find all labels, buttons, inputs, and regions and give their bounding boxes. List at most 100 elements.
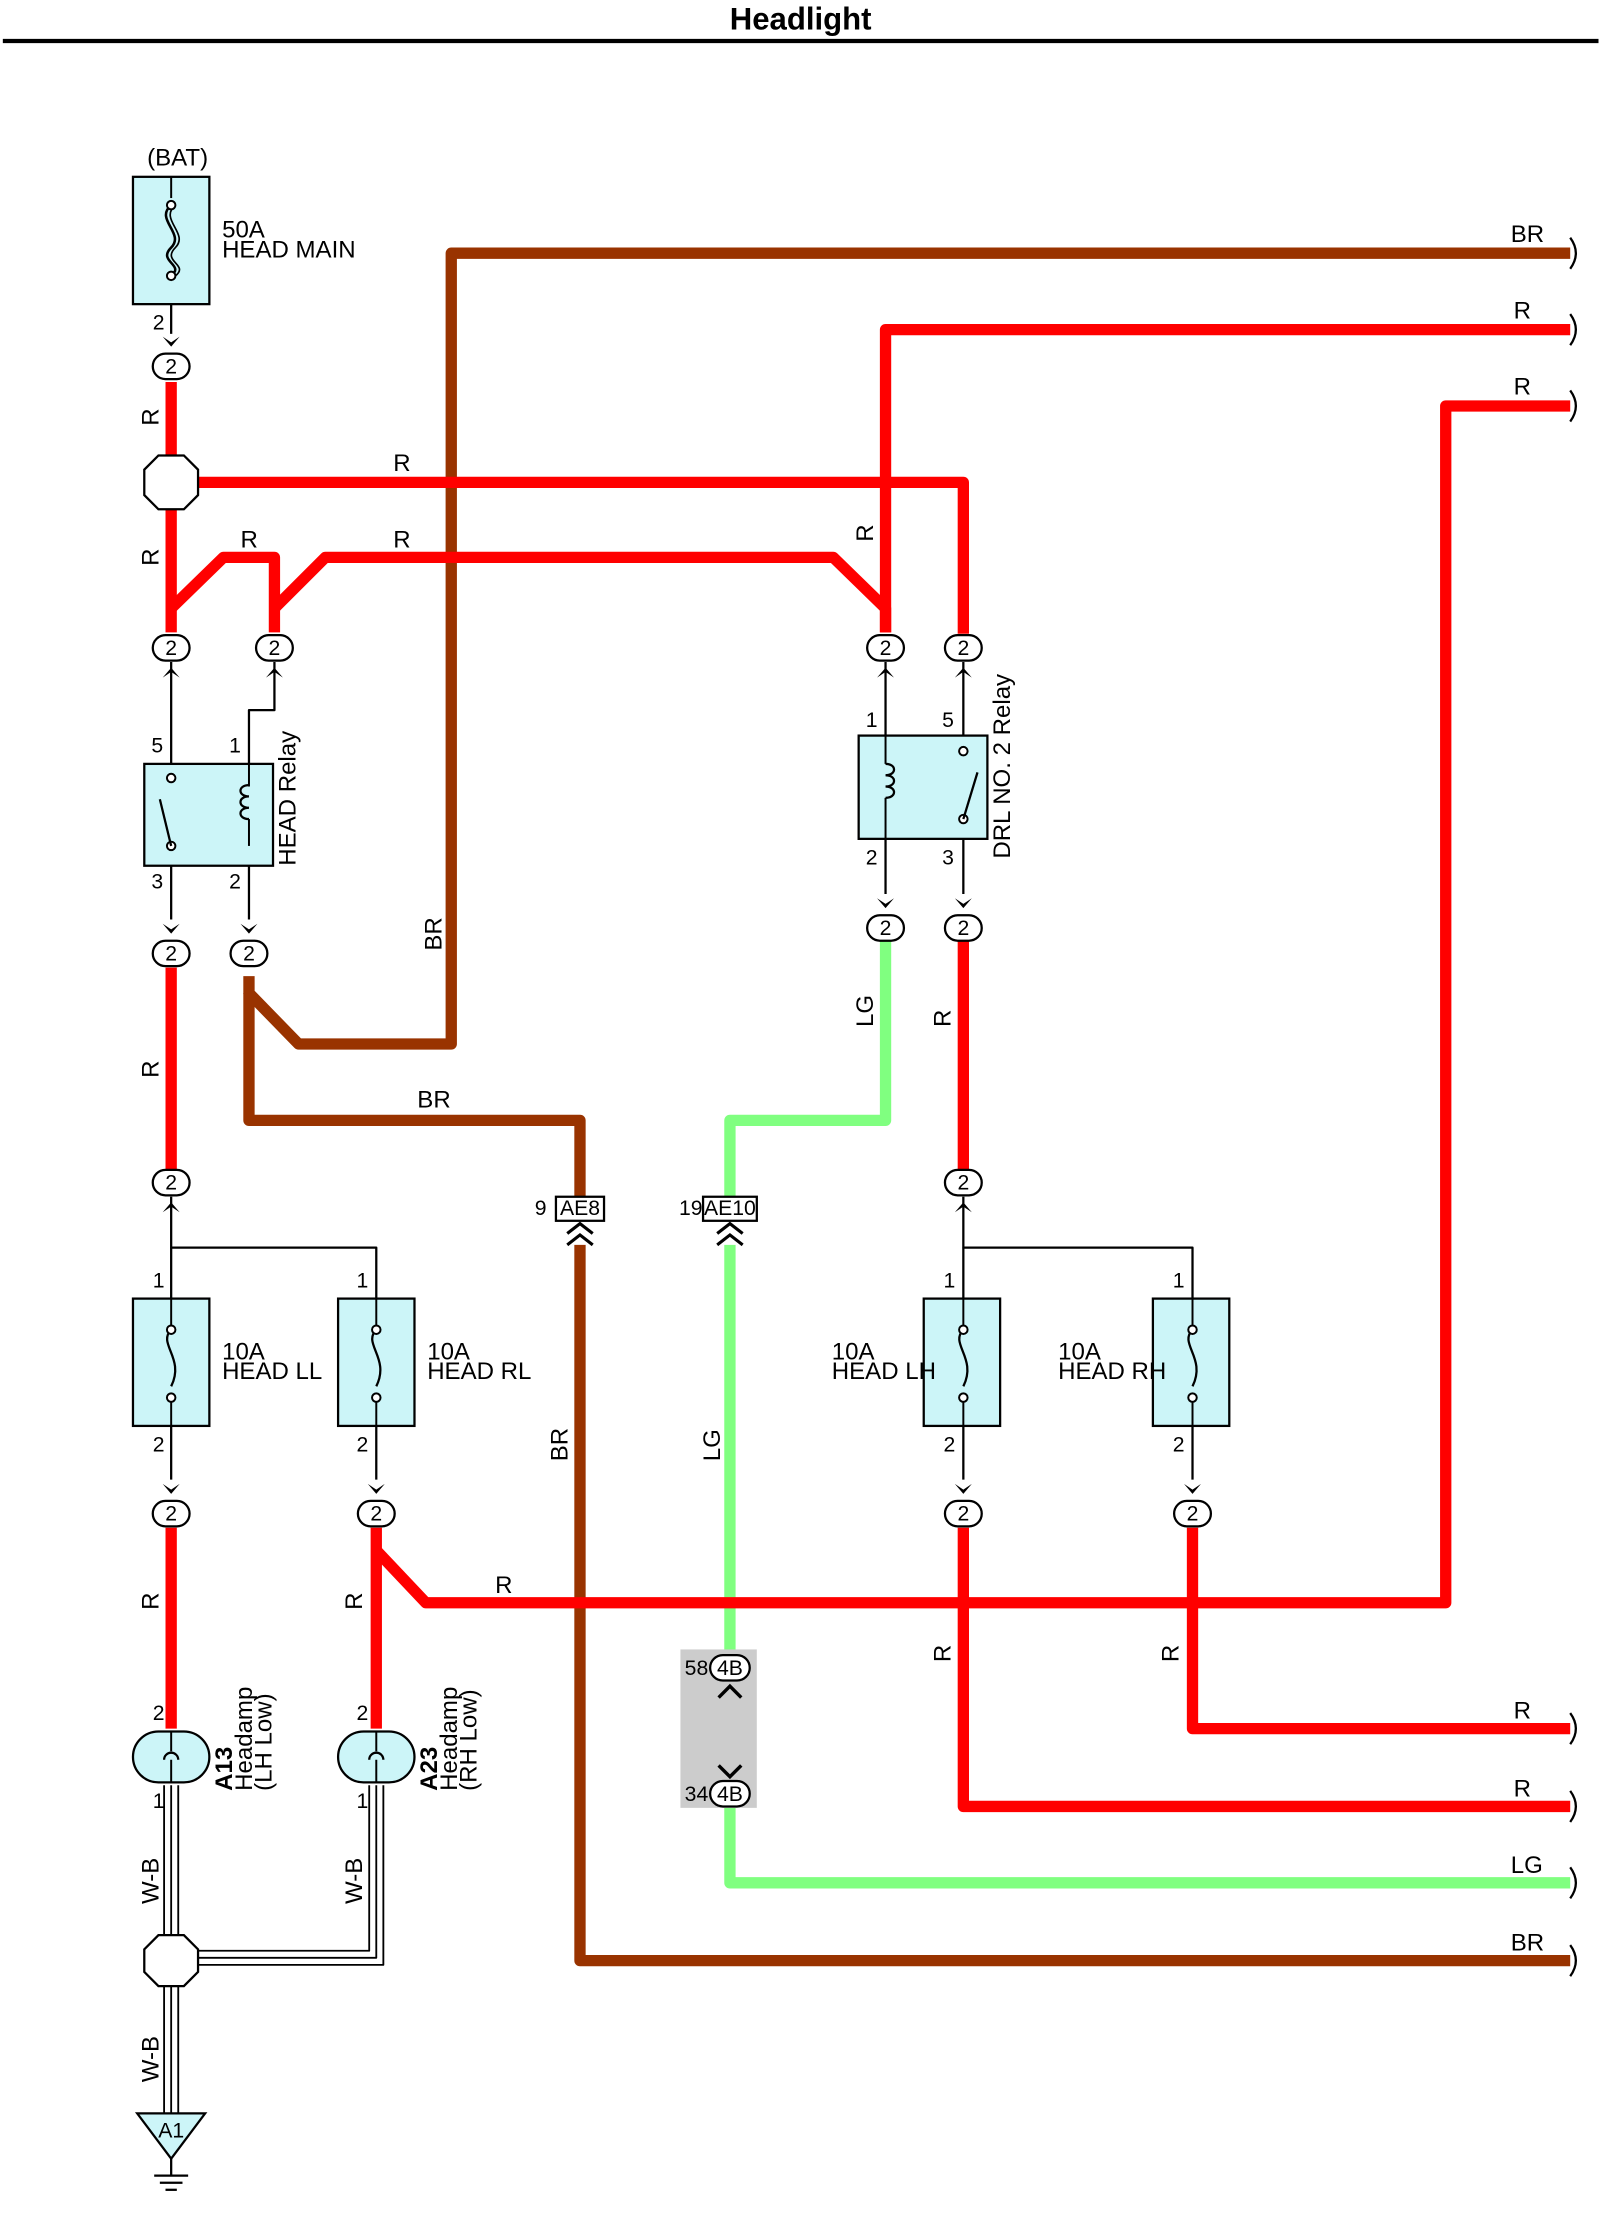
wire-r-lh-out xyxy=(957,1527,1571,1813)
junction-connector: 2 xyxy=(943,898,983,942)
arrow-up-icon xyxy=(954,1202,972,1213)
junction-code: 2 xyxy=(957,1172,969,1195)
fuse-symbol-icon xyxy=(164,204,177,277)
junction-bus xyxy=(143,454,200,511)
wire-label: W-B xyxy=(137,2036,164,2082)
pin-label: 2 xyxy=(944,1433,956,1456)
junction-connector: 2 xyxy=(866,898,906,942)
wire-label: R xyxy=(930,1645,957,1662)
wire-labels: BR R R R R R BR R R R LG BR R R R BR R L… xyxy=(137,221,1544,2082)
wire-label: BR xyxy=(1511,221,1544,248)
junction-connector: 2 xyxy=(151,1168,191,1213)
fuse-symbol-icon xyxy=(958,1328,969,1387)
wire-label: W-B xyxy=(341,1858,368,1904)
pin-label: 2 xyxy=(229,870,241,893)
wire-r-head1 xyxy=(167,551,281,633)
fuse-body xyxy=(1151,1297,1231,1428)
junction-connector: 2 xyxy=(151,336,191,381)
drl-relay: 1 5 2 3 DRL NO. 2 Relay xyxy=(857,674,1016,869)
pin-label: 2 xyxy=(1173,1433,1185,1456)
fuse-rating: 10A xyxy=(427,1338,470,1365)
fuse-symbol-icon xyxy=(1187,1328,1198,1387)
junction-code: 2 xyxy=(165,637,177,660)
wire-label: R xyxy=(1514,297,1531,324)
lamp-filament-icon xyxy=(368,1751,385,1760)
wire-label: R xyxy=(930,1010,957,1027)
wire-label: R xyxy=(137,1061,164,1078)
junction-connector: 2 xyxy=(151,634,191,678)
coil-icon xyxy=(239,783,250,821)
pin-label: 1 xyxy=(153,1269,165,1292)
wire-label: R xyxy=(1157,1645,1184,1662)
arrow-down-icon xyxy=(367,1483,385,1494)
arrow-down-icon xyxy=(954,1483,972,1494)
junction-code: 2 xyxy=(880,637,892,660)
connector-chevron-icon xyxy=(716,1221,744,1247)
wire-label: BR xyxy=(420,917,447,950)
wire-label: W-B xyxy=(137,1858,164,1904)
fuse-name: HEAD LL xyxy=(222,1358,322,1385)
arrow-down-icon xyxy=(162,1483,180,1494)
fuse-symbol-icon xyxy=(165,1328,177,1387)
pin-label: 2 xyxy=(153,1433,165,1456)
wire-label: R xyxy=(137,408,164,425)
pin-label: 5 xyxy=(942,709,954,732)
lamp-code: A13 xyxy=(211,1747,238,1791)
junction-connector: 2 xyxy=(356,1483,396,1528)
fuse-name: HEAD MAIN xyxy=(222,236,356,263)
fuse-symbol-icon xyxy=(371,1328,382,1387)
pin-label: 1 xyxy=(356,1269,368,1292)
wire-label: LG xyxy=(852,995,879,1027)
fuse-name: HEAD RH xyxy=(1058,1358,1166,1385)
wire-wb xyxy=(163,1785,385,2114)
connector-code: 4B xyxy=(717,1783,743,1806)
headlamp-a23: 2 1 A23 Headamp (RH Low) xyxy=(336,1687,483,1813)
pin-label: 2 xyxy=(153,312,165,335)
fuse-name: HEAD LH xyxy=(832,1358,936,1385)
lamp-filament-icon xyxy=(162,1751,180,1760)
break-mark xyxy=(1569,1712,1577,1745)
pin-label: 1 xyxy=(356,1790,368,1813)
fuse-head-ll: 10A HEAD LL 1 2 xyxy=(131,1269,322,1456)
arrow-up-icon xyxy=(162,667,180,678)
pin-label: 1 xyxy=(866,709,878,732)
wire-label: R xyxy=(495,1572,512,1599)
relay-name: DRL NO. 2 Relay xyxy=(989,674,1016,859)
junction-code: 2 xyxy=(269,637,281,660)
junction-code: 2 xyxy=(165,355,177,378)
pin-label: 1 xyxy=(944,1269,956,1292)
break-mark xyxy=(1569,1866,1577,1900)
junction-connector: 2 xyxy=(151,923,191,968)
wire-r-rl-return xyxy=(372,400,1571,1609)
junction-connector: 2 xyxy=(151,1483,191,1528)
lamp-desc: (RH Low) xyxy=(456,1689,483,1790)
wire-label: R xyxy=(1514,1698,1531,1725)
wire-label: R xyxy=(1514,1776,1531,1803)
fuse-rating: 10A xyxy=(1058,1338,1101,1365)
lamp-desc: (LH Low) xyxy=(251,1693,278,1791)
wire-label: R xyxy=(1514,374,1531,401)
switch-icon xyxy=(158,798,173,847)
arrow-down-icon xyxy=(162,923,180,934)
coil-icon xyxy=(885,762,896,799)
junction-code: 2 xyxy=(243,943,255,966)
wire-label: LG xyxy=(1511,1852,1543,1879)
arrow-up-icon xyxy=(265,667,283,678)
wire-label: R xyxy=(393,450,410,477)
junction-connector: 2 xyxy=(254,634,294,678)
pin-label: 5 xyxy=(151,735,163,758)
fuse-head-main: (BAT) 50A HEAD MAIN 2 xyxy=(131,145,356,335)
ground-triangle-icon xyxy=(134,2112,208,2161)
pin-label: 1 xyxy=(229,735,241,758)
pin-label: 2 xyxy=(356,1702,368,1725)
wire-br-top xyxy=(243,247,1571,1050)
fuse-head-rl: 10A HEAD RL 1 2 xyxy=(336,1269,531,1456)
wire-r-rh-out xyxy=(1186,1527,1571,1735)
junction-connector: 2 xyxy=(943,1168,983,1213)
page-title: Headlight xyxy=(730,2,872,37)
pin-label: 1 xyxy=(1173,1269,1185,1292)
junction-code: 2 xyxy=(165,1503,177,1526)
junction-code: 2 xyxy=(957,1503,969,1526)
